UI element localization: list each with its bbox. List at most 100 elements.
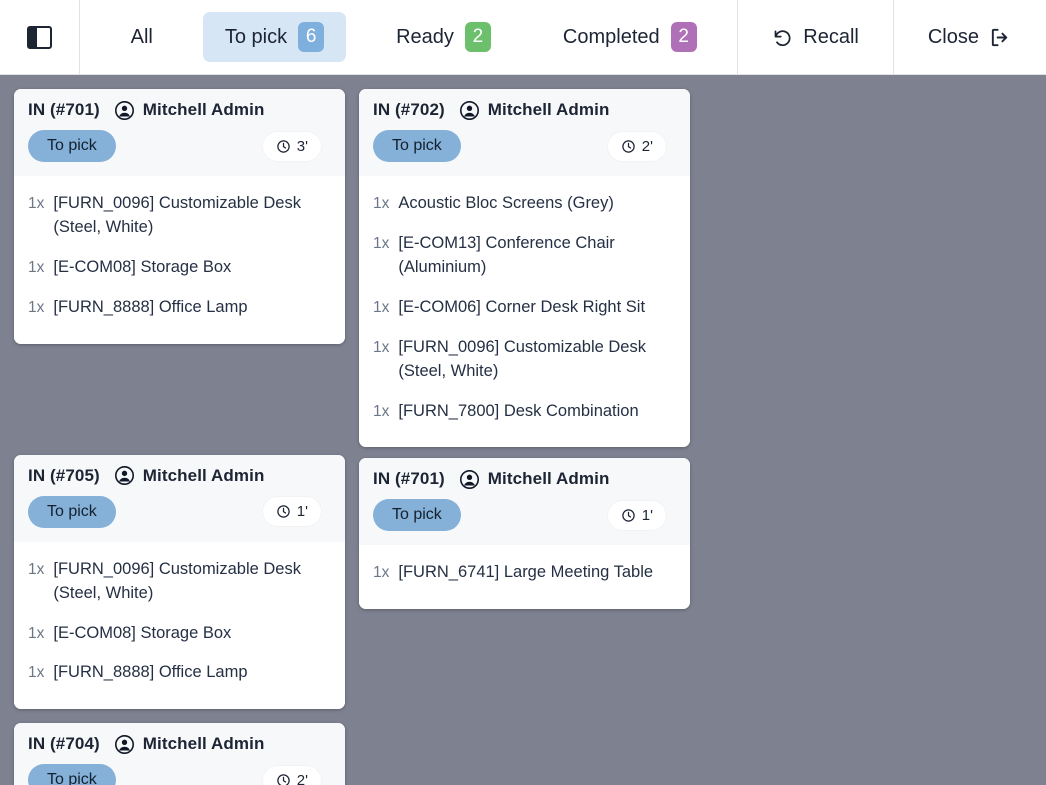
card-badge-row: To pick 1' <box>373 489 676 545</box>
close-button[interactable]: Close <box>892 0 1046 74</box>
close-label: Close <box>927 25 979 48</box>
clock-icon <box>276 139 291 154</box>
product-quantity: 1x <box>28 560 45 578</box>
card-reference: IN (#705) <box>28 465 100 485</box>
product-name: [FURN_8888] Office Lamp <box>53 663 248 682</box>
product-line: 1x [FURN_8888] Office Lamp <box>28 653 331 693</box>
card-header: IN (#702) Mitchell Admin To pick 2' <box>359 89 690 176</box>
user-avatar-icon <box>114 466 134 486</box>
product-quantity: 1x <box>28 258 45 276</box>
card-title-row: IN (#701)Mitchell Admin <box>28 100 331 120</box>
sidebar-toggle-button[interactable] <box>0 0 80 74</box>
user-avatar-icon <box>114 100 134 120</box>
card-user-name: Mitchell Admin <box>142 734 265 754</box>
clock-icon <box>621 508 636 523</box>
time-badge: 2' <box>262 765 321 785</box>
clock-icon <box>276 504 291 519</box>
card-reference: IN (#704) <box>28 734 100 754</box>
product-name: [FURN_0096] Customizable Desk (Steel, Wh… <box>53 559 301 602</box>
tab-ready[interactable]: Ready 2 <box>374 12 513 62</box>
product-name: [E-COM13] Conference Chair (Aluminium) <box>398 233 615 276</box>
status-badge[interactable]: To pick <box>28 130 116 162</box>
status-badge[interactable]: To pick <box>28 764 116 785</box>
time-badge: 2' <box>607 131 666 161</box>
sign-out-icon <box>989 26 1012 49</box>
status-badge[interactable]: To pick <box>373 499 461 532</box>
tab-label: All <box>130 25 153 48</box>
card-title-row: IN (#701) Mitchell Admin <box>373 469 676 489</box>
card-body: 1x[FURN_0096] Customizable Desk (Steel, … <box>14 176 345 344</box>
card-header: IN (#701)Mitchell Admin To pick 3' <box>14 89 345 176</box>
card-reference: IN (#701) <box>28 100 100 119</box>
kanban-card[interactable]: IN (#701) Mitchell Admin To pick 1' 1x[FURN_… <box>359 458 690 610</box>
card-user-name: Mitchell Admin <box>487 100 610 119</box>
recall-label: Recall <box>803 25 859 48</box>
status-badge[interactable]: To pick <box>373 130 461 162</box>
product-quantity: 1x <box>28 298 45 316</box>
card-user-name: Mitchell Admin <box>487 469 610 489</box>
card-reference: IN (#702) <box>373 100 445 119</box>
user-avatar-icon <box>114 734 134 754</box>
product-line: 1x[FURN_7800] Desk Combination <box>373 392 676 432</box>
card-badge-row: To pick 1' <box>28 486 331 542</box>
product-quantity: 1x <box>373 195 390 212</box>
recall-button[interactable]: Recall <box>737 0 893 74</box>
card-badge-row: To pick 2' <box>28 754 331 785</box>
product-quantity: 1x <box>373 338 390 356</box>
product-line: 1x[FURN_6741] Large Meeting Table <box>373 553 676 593</box>
card-title-row: IN (#704) Mitchell Admin <box>28 734 331 754</box>
tab-completed[interactable]: Completed 2 <box>541 12 719 62</box>
user-avatar-icon <box>459 100 479 120</box>
card-body: 1x [FURN_0096] Customizable Desk (Steel, … <box>14 541 345 710</box>
product-line: 1x [E-COM08] Storage Box <box>28 614 331 654</box>
card-badge-row: To pick 3' <box>28 120 331 176</box>
clock-icon <box>621 139 636 154</box>
time-value: 3' <box>296 137 308 155</box>
product-name: [E-COM08] Storage Box <box>53 257 232 276</box>
tab-count-badge: 2 <box>670 22 697 52</box>
sidebar-panel-icon <box>27 25 52 49</box>
product-quantity: 1x <box>28 195 45 212</box>
tab-label: Completed <box>562 25 660 48</box>
time-badge: 3' <box>262 131 321 161</box>
product-name: [FURN_8888] Office Lamp <box>53 297 248 316</box>
product-line: 1x [FURN_8888] Office Lamp <box>28 288 331 328</box>
product-quantity: 1x <box>28 664 45 682</box>
time-value: 2' <box>296 771 308 785</box>
product-name: [FURN_0096] Customizable Desk (Steel, Wh… <box>398 337 646 380</box>
product-name: [E-COM08] Storage Box <box>53 623 232 642</box>
tab-label: Ready <box>396 25 454 48</box>
product-quantity: 1x <box>373 402 390 420</box>
product-line: 1x[FURN_0096] Customizable Desk (Steel, … <box>28 184 331 248</box>
undo-arrow-icon <box>772 27 793 48</box>
status-badge[interactable]: To pick <box>28 495 116 528</box>
product-name: [E-COM06] Corner Desk Right Sit <box>398 297 646 316</box>
time-badge: 1' <box>262 497 321 527</box>
card-reference: IN (#701) <box>373 469 445 489</box>
tab-count-badge: 2 <box>464 22 491 52</box>
card-badge-row: To pick 2' <box>373 120 676 176</box>
product-line: 1x [FURN_0096] Customizable Desk (Steel, … <box>373 328 676 392</box>
card-title-row: IN (#702) Mitchell Admin <box>373 100 676 120</box>
product-line: 1x [E-COM06] Corner Desk Right Sit <box>373 288 676 328</box>
tab-all[interactable]: All <box>109 16 175 59</box>
clock-icon <box>276 773 291 785</box>
time-value: 2' <box>641 137 653 155</box>
product-quantity: 1x <box>28 624 45 642</box>
card-body: 1x[FURN_6741] Large Meeting Table <box>359 545 690 610</box>
time-value: 1' <box>641 506 653 524</box>
product-quantity: 1x <box>373 298 390 316</box>
time-value: 1' <box>296 503 308 521</box>
